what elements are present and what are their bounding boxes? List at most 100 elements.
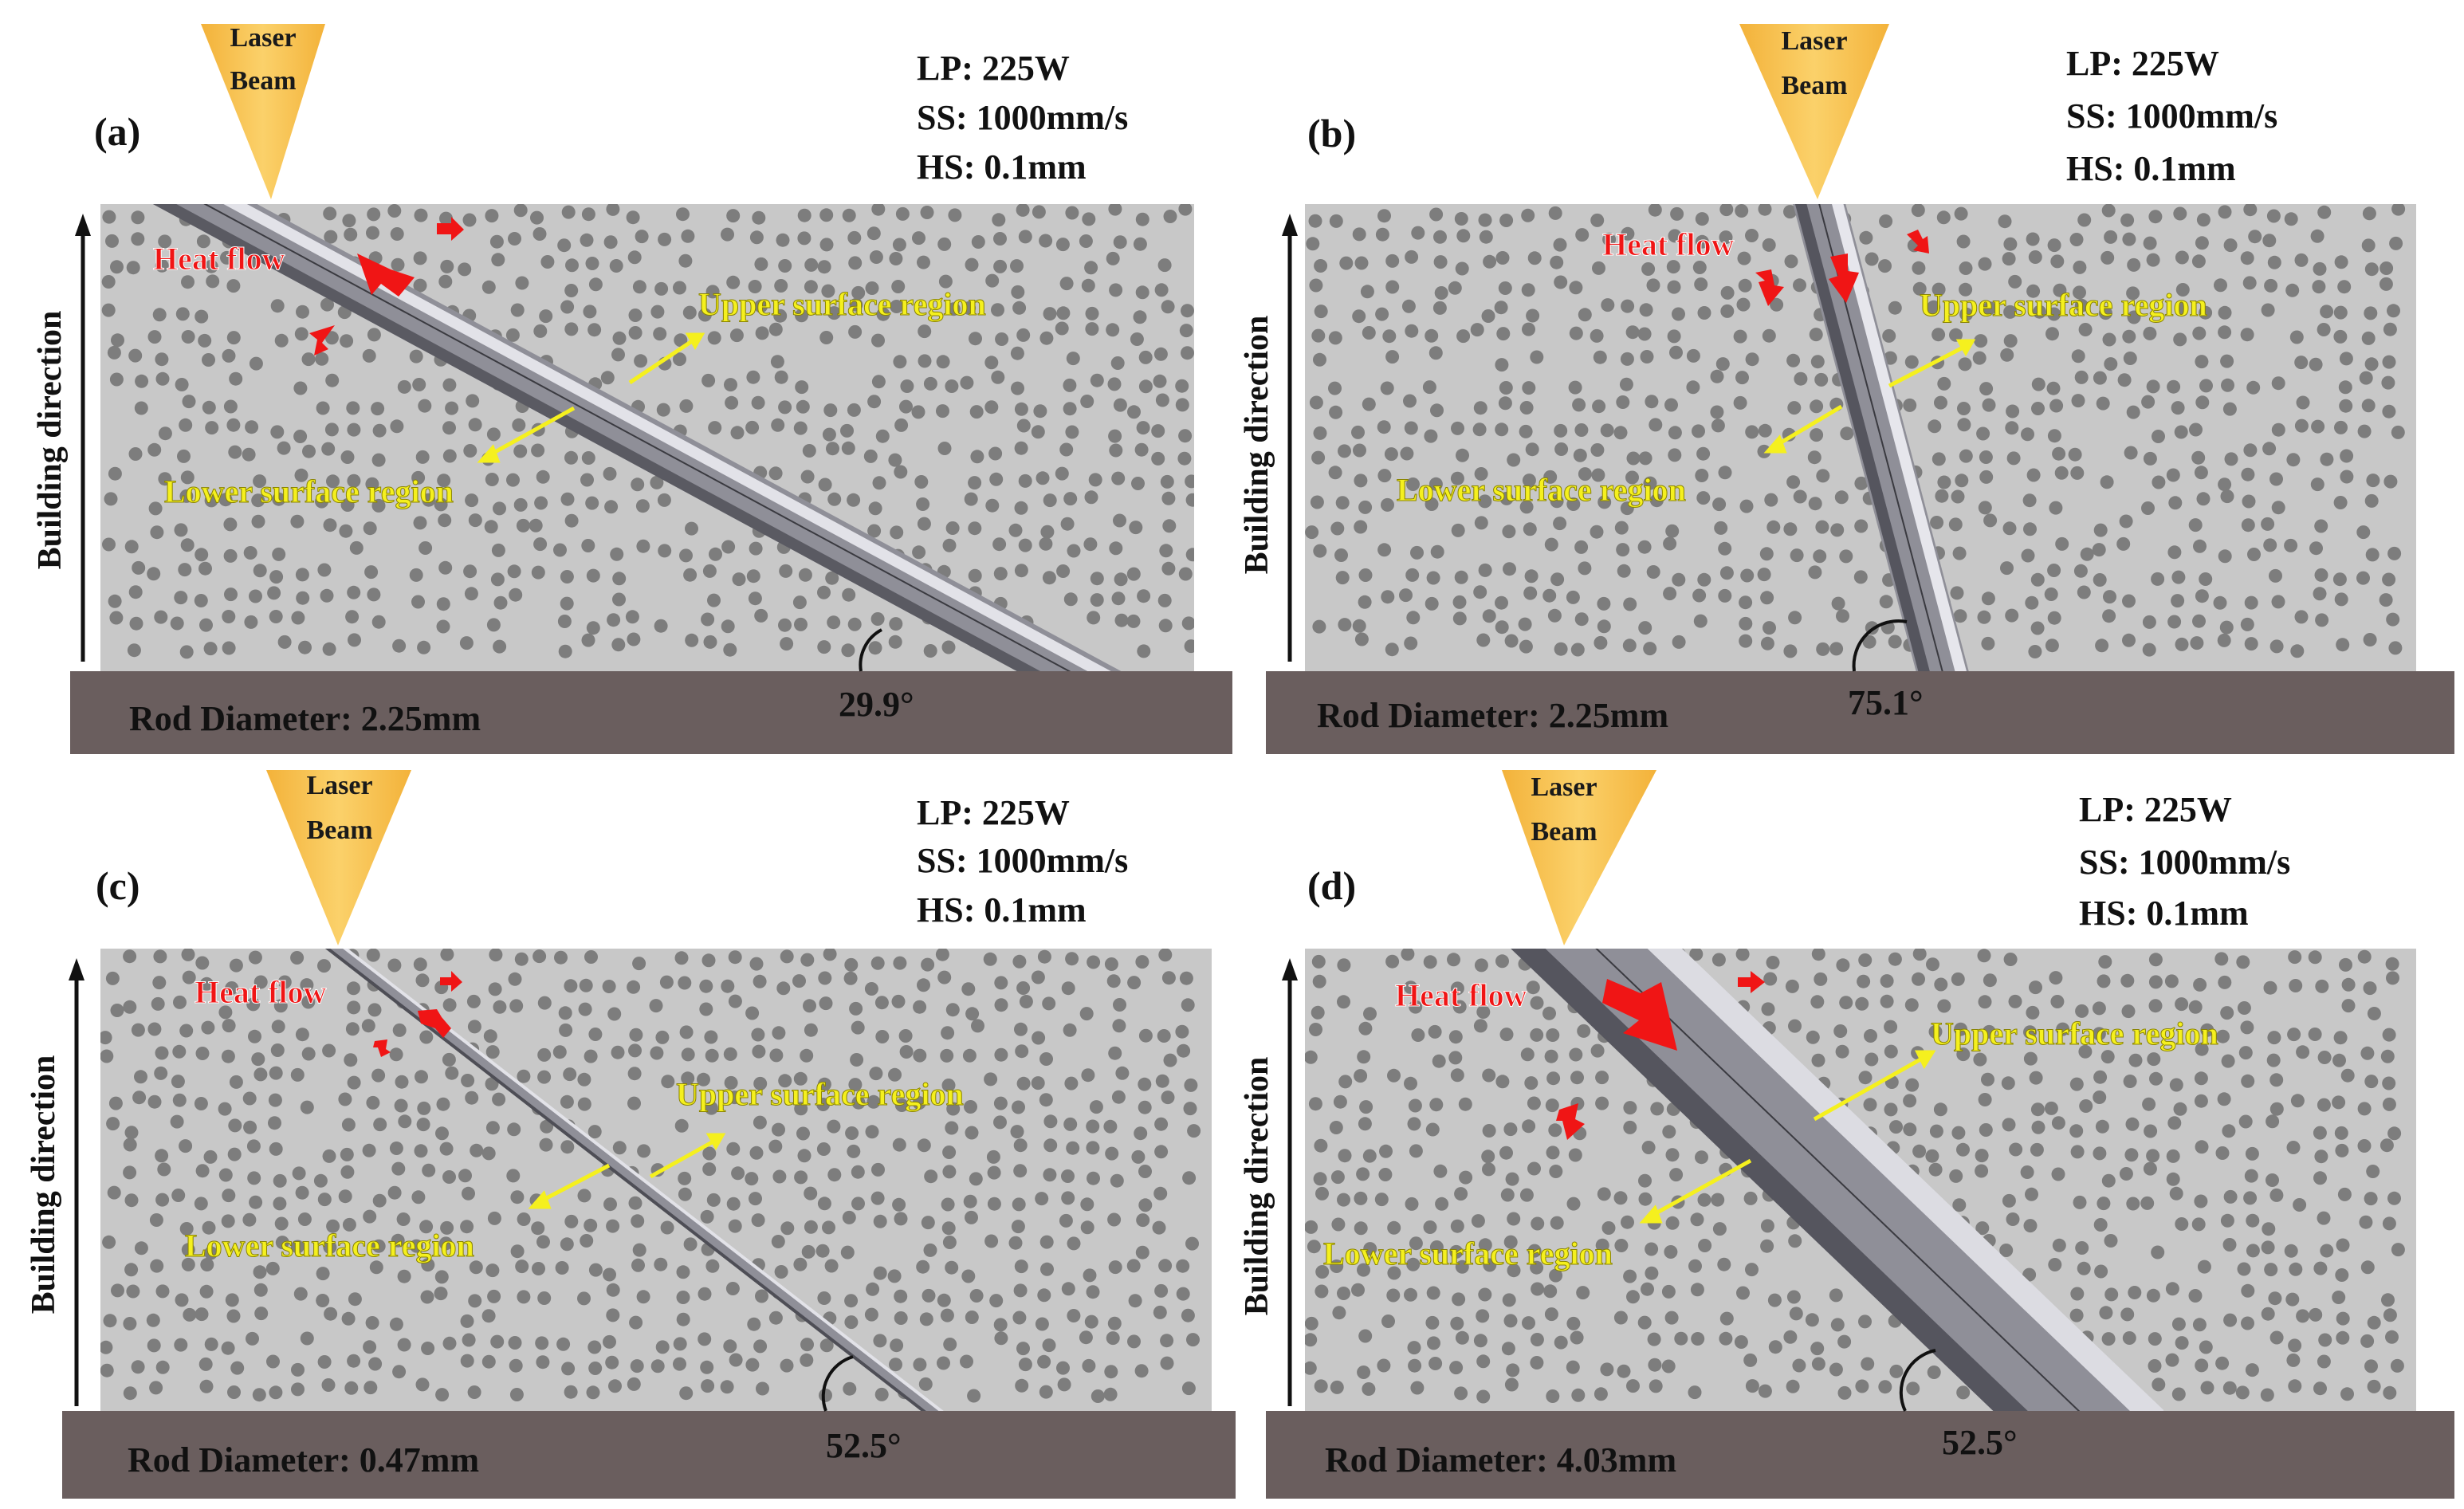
powder-particle — [630, 1359, 644, 1373]
powder-particle — [181, 949, 195, 961]
powder-particle — [1357, 1050, 1371, 1064]
powder-particle — [1401, 299, 1416, 313]
powder-particle — [1447, 953, 1460, 967]
powder-particle — [912, 231, 925, 246]
powder-particle — [1637, 1315, 1652, 1330]
powder-particle — [769, 1048, 784, 1063]
powder-particle — [1013, 1283, 1028, 1298]
powder-particle — [2289, 330, 2304, 344]
powder-particle — [417, 640, 431, 654]
powder-particle — [1309, 395, 1323, 410]
powder-particle — [2332, 1095, 2346, 1110]
powder-particle — [2074, 298, 2089, 312]
powder-particle — [1956, 1142, 1970, 1157]
powder-particle — [844, 1294, 859, 1308]
powder-particle — [1664, 1311, 1679, 1325]
powder-particle — [2336, 1311, 2350, 1326]
powder-particle — [290, 1240, 305, 1254]
powder-particle — [2243, 204, 2258, 217]
powder-particle — [1474, 516, 1488, 530]
powder-particle — [1113, 235, 1127, 250]
powder-particle — [945, 521, 960, 535]
powder-particle — [134, 1241, 148, 1256]
powder-particle — [439, 1142, 454, 1156]
powder-particle — [178, 563, 192, 577]
powder-particle — [413, 516, 427, 530]
powder-particle — [1691, 1332, 1705, 1346]
powder-particle — [849, 1001, 863, 1016]
powder-particle — [1476, 1354, 1491, 1369]
powder-particle — [650, 305, 665, 319]
powder-particle — [772, 1026, 786, 1040]
powder-particle — [1594, 1387, 1608, 1401]
powder-particle — [411, 1190, 426, 1204]
powder-particle — [1768, 1340, 1782, 1354]
powder-particle — [773, 308, 788, 323]
powder-particle — [2367, 1315, 2381, 1330]
powder-particle — [1012, 1100, 1025, 1114]
powder-particle — [440, 949, 454, 961]
powder-particle — [1574, 423, 1589, 437]
powder-particle — [1623, 1120, 1637, 1134]
powder-particle — [1454, 1386, 1468, 1401]
powder-particle — [1115, 1066, 1130, 1080]
powder-particle — [796, 399, 810, 414]
powder-particle — [1314, 259, 1328, 273]
powder-particle — [564, 513, 579, 528]
powder-particle — [1792, 1358, 1806, 1373]
building-direction-arrow — [1282, 214, 1298, 662]
heat-arrows — [373, 971, 462, 1057]
powder-particle — [1698, 1239, 1712, 1252]
powder-particle — [1161, 491, 1176, 505]
powder-particle — [434, 497, 448, 512]
powder-particle — [676, 1291, 690, 1304]
powder-particle — [2122, 329, 2136, 344]
powder-particle — [916, 497, 930, 511]
powder-particle — [493, 1000, 507, 1014]
powder-particle — [2237, 1001, 2251, 1015]
powder-particle — [912, 545, 926, 560]
upper-region-label: Upper surface region — [676, 1076, 964, 1112]
powder-particle — [2171, 1387, 2186, 1401]
powder-particle — [848, 1078, 863, 1092]
powder-particle — [868, 641, 882, 655]
powder-particle — [721, 227, 734, 242]
powder-particle — [2241, 1283, 2255, 1298]
powder-particle — [1857, 974, 1871, 988]
powder-particle — [1433, 230, 1447, 244]
powder-particle — [627, 250, 642, 265]
powder-particle — [1185, 474, 1194, 489]
powder-particle — [2223, 1189, 2238, 1204]
powder-particle — [1351, 1283, 1365, 1297]
powder-particle — [1354, 520, 1368, 534]
powder-particle — [179, 1139, 193, 1153]
powder-particle — [1404, 636, 1418, 650]
red-arrow-icon — [1556, 1103, 1585, 1140]
heat-arrows — [309, 217, 464, 356]
powder-particle — [124, 1193, 139, 1208]
powder-particle — [945, 1121, 959, 1135]
powder-particle — [1079, 1330, 1093, 1345]
powder-particle — [1108, 1046, 1122, 1060]
powder-particle — [1126, 614, 1141, 628]
powder-particle — [2104, 1287, 2119, 1302]
powder-particle — [894, 1289, 908, 1303]
powder-particle — [1131, 477, 1145, 490]
powder-particle — [2240, 328, 2254, 342]
powder-particle — [697, 1072, 710, 1087]
powder-particle — [1530, 1028, 1544, 1042]
powder-particle — [827, 1168, 842, 1182]
powder-particle — [827, 306, 841, 320]
base-plate — [1266, 1411, 2454, 1499]
powder-particle — [728, 1090, 742, 1105]
powder-particle — [1566, 1360, 1580, 1374]
powder-particle — [843, 1381, 857, 1396]
powder-particle — [654, 1257, 668, 1271]
powder-particle — [1039, 331, 1054, 345]
powder-particle — [969, 332, 982, 346]
powder-particle — [2200, 1023, 2214, 1037]
powder-particle — [397, 1338, 411, 1352]
powder-particle — [1570, 1071, 1584, 1085]
powder-particle — [1154, 1117, 1169, 1131]
powder-particle — [1425, 1122, 1440, 1137]
